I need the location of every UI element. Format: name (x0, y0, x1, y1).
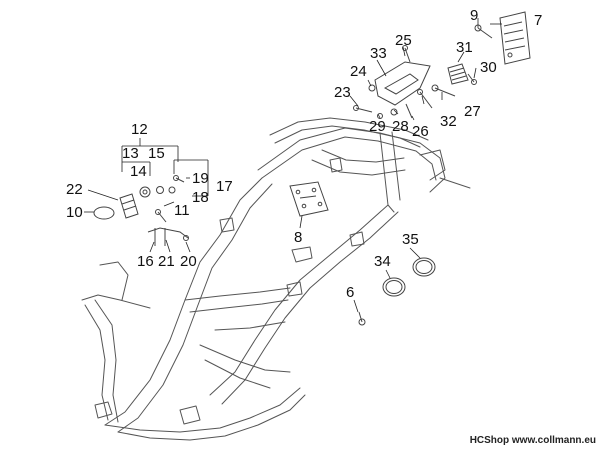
callout-17: 17 (216, 178, 233, 195)
callout-15: 15 (148, 145, 165, 162)
chassis-frame (81, 117, 471, 441)
callout-28: 28 (392, 118, 409, 135)
callout-14: 14 (130, 163, 147, 180)
callout-31: 31 (456, 39, 473, 56)
callout-11: 11 (174, 202, 190, 219)
callout-24: 24 (350, 63, 367, 80)
screw-part-30 (467, 73, 477, 85)
bracket-part-7 (499, 11, 531, 65)
washer-part-24 (368, 84, 376, 92)
spring-part-31 (447, 63, 469, 85)
callout-22: 22 (66, 181, 83, 198)
ring-part-10 (93, 206, 115, 220)
bolt-part-6 (358, 311, 366, 326)
callout-7: 7 (534, 12, 542, 29)
callout-23: 23 (334, 84, 351, 101)
clamp-ring-part-35 (412, 257, 436, 277)
nut-part-29 (377, 113, 383, 119)
callout-16: 16 (137, 253, 154, 270)
bolt-part-32 (417, 89, 433, 109)
callout-33: 33 (370, 45, 387, 62)
callout-29: 29 (369, 118, 386, 135)
washer-part-15 (156, 186, 164, 194)
bushing-part-14 (139, 186, 151, 198)
bolt-part-26 (405, 103, 413, 119)
bracket-plate-part-33 (374, 61, 431, 106)
callout-32: 32 (440, 113, 457, 130)
screw-part-23 (353, 105, 373, 113)
callout-35: 35 (402, 231, 419, 248)
callout-13: 13 (122, 145, 139, 162)
watermark-text: HCShop www.collmann.eu (469, 435, 596, 446)
callout-21: 21 (158, 253, 175, 270)
callout-6: 6 (346, 284, 354, 301)
bolt-part-9 (474, 24, 493, 39)
leader-lines (84, 18, 502, 313)
callout-12: 12 (131, 121, 148, 138)
bushing-part-18 (168, 186, 176, 194)
screw-part-25 (402, 45, 411, 63)
bolt-part-27 (431, 84, 456, 97)
callout-19: 19 (192, 170, 209, 187)
callout-8: 8 (294, 229, 302, 246)
bracket-part-16-21-20 (147, 227, 189, 246)
callout-25: 25 (395, 32, 412, 49)
callout-26: 26 (412, 123, 429, 140)
plate-part-8 (289, 181, 329, 217)
screw-part-19 (173, 175, 185, 183)
callout-9: 9 (470, 7, 478, 24)
callout-18: 18 (192, 189, 209, 206)
clamp-ring-part-34 (382, 277, 406, 297)
callout-27: 27 (464, 103, 481, 120)
callout-labels: 7 9 25 31 33 24 30 23 29 28 26 32 27 12 … (66, 7, 542, 301)
pin-part-11 (155, 209, 167, 223)
washer-part-28 (390, 108, 398, 116)
callout-30: 30 (480, 59, 497, 76)
callout-20: 20 (180, 253, 197, 270)
callout-10: 10 (66, 204, 83, 221)
spring-part-22 (119, 193, 139, 219)
callout-34: 34 (374, 253, 391, 270)
